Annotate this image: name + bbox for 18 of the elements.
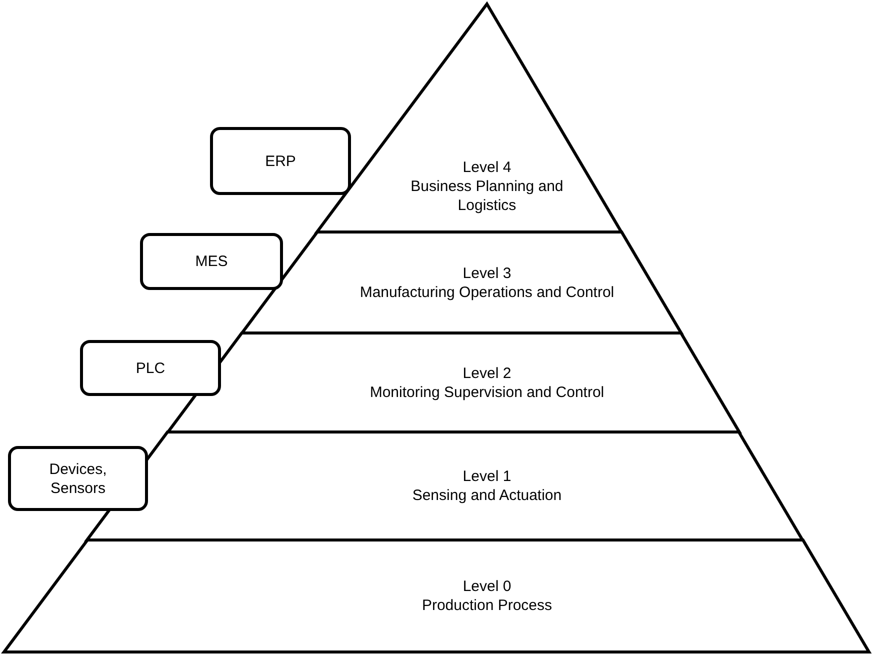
level-number: Level 0 <box>462 577 512 596</box>
system-box <box>80 340 221 396</box>
system-box <box>8 446 148 511</box>
level-description: Sensing and Actuation <box>412 486 562 505</box>
level-number: Level 4 <box>462 158 512 176</box>
system-box <box>210 127 351 195</box>
system-label: PLC <box>136 358 166 378</box>
level-description: Monitoring Supervision and Control <box>370 382 604 402</box>
level-number: Level 2 <box>462 364 512 382</box>
level-description: Business Planning and Logistics <box>410 176 564 214</box>
system-label: MES <box>195 252 228 271</box>
system-box <box>140 233 283 290</box>
level-number: Level 1 <box>462 467 512 486</box>
level-description: Production Process <box>422 596 552 615</box>
level-description: Manufacturing Operations and Control <box>360 282 614 302</box>
system-label: Devices, Sensors <box>48 460 108 498</box>
level-number: Level 3 <box>462 264 512 282</box>
system-label: ERP <box>265 152 296 170</box>
